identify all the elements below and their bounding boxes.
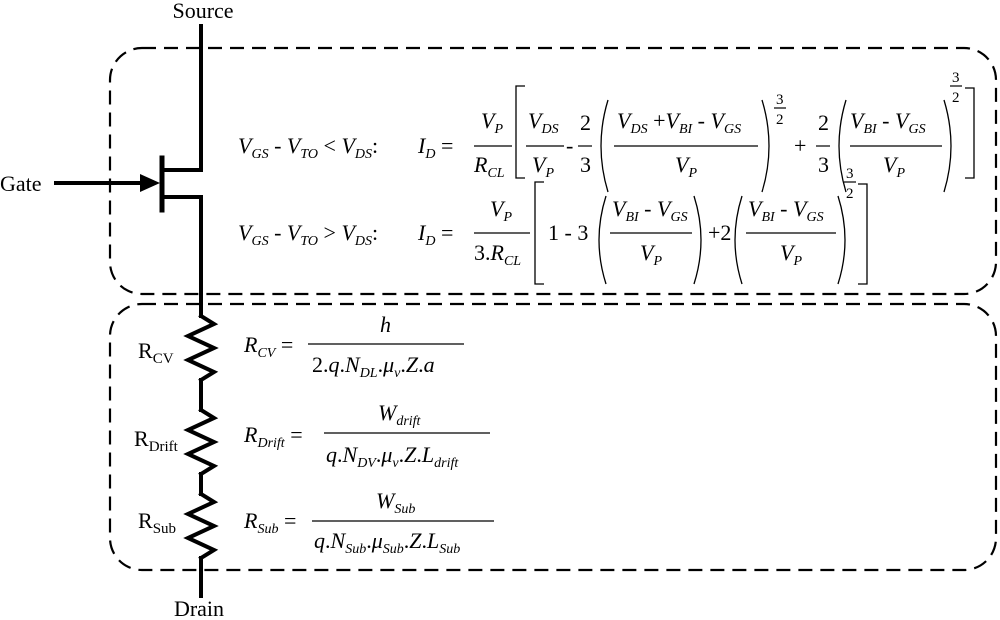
resistor-sub-zigzag — [183, 491, 219, 561]
svg-text:h: h — [380, 312, 391, 337]
equation-r-sub: RSub = WSub q.NSub.μSub.Z.LSub — [243, 488, 494, 557]
svg-text:3: 3 — [580, 152, 591, 177]
svg-text:RCV =: RCV = — [243, 332, 293, 361]
svg-text:VP: VP — [532, 152, 554, 181]
resistor-cv-label: RCV — [138, 338, 174, 367]
svg-text:RDrift =: RDrift = — [243, 422, 303, 451]
svg-text:2: 2 — [776, 112, 784, 128]
svg-text:2: 2 — [846, 186, 854, 202]
gate-arrow-icon — [140, 174, 160, 192]
svg-text:q.NSub.μSub.Z.LSub: q.NSub.μSub.Z.LSub — [314, 528, 460, 557]
svg-text:-: - — [566, 133, 573, 158]
svg-text:+: + — [794, 133, 806, 158]
svg-text:3: 3 — [818, 152, 829, 177]
svg-text:VBI - VGS: VBI - VGS — [748, 196, 824, 225]
svg-text:VP: VP — [490, 196, 512, 225]
svg-text:VP: VP — [481, 108, 503, 137]
svg-text:VP: VP — [883, 152, 905, 181]
svg-text:1 - 3: 1 - 3 — [548, 220, 588, 245]
equation-r-cv: RCV = h 2.q.NDL.μv.Z.a — [243, 312, 464, 381]
svg-text:RCL: RCL — [473, 152, 505, 181]
circuit — [54, 24, 219, 598]
svg-text:Wdrift: Wdrift — [378, 400, 422, 429]
svg-text:2: 2 — [818, 110, 829, 135]
svg-text:2: 2 — [952, 90, 960, 106]
resistance-equation-box — [108, 302, 998, 572]
condition-1: VGS - VTO < VDS: — [238, 133, 378, 162]
gate-label: Gate — [0, 171, 42, 196]
svg-text:WSub: WSub — [376, 488, 415, 517]
drain-current-2: ID = — [417, 220, 453, 249]
resistor-sub-label: RSub — [138, 508, 176, 537]
svg-text:+2: +2 — [708, 220, 731, 245]
svg-text:VBI - VGS: VBI - VGS — [612, 196, 688, 225]
svg-text:VDS: VDS — [528, 108, 559, 137]
svg-text:VP: VP — [780, 240, 802, 269]
resistor-cv-zigzag — [183, 313, 219, 383]
svg-text:q.NDV.μv.Z.Ldrift: q.NDV.μv.Z.Ldrift — [326, 442, 459, 471]
svg-text:VP: VP — [640, 240, 662, 269]
svg-text:3: 3 — [776, 92, 784, 108]
equation-saturation-region: VGS - VTO > VDS: ID = VP 3.RCL 1 - 3 VBI… — [238, 166, 868, 285]
equation-linear-region: VGS - VTO < VDS: ID = VP RCL VDS VP - 2 … — [238, 70, 975, 193]
drain-current-1: ID = — [417, 133, 453, 162]
svg-text:VP: VP — [675, 152, 697, 181]
svg-text:RSub =: RSub = — [243, 508, 296, 537]
equation-r-drift: RDrift = Wdrift q.NDV.μv.Z.Ldrift — [243, 400, 490, 471]
svg-text:3: 3 — [952, 70, 960, 86]
drain-label: Drain — [174, 596, 224, 620]
svg-text:2: 2 — [580, 110, 591, 135]
condition-2: VGS - VTO > VDS: — [238, 220, 378, 249]
svg-text:VBI - VGS: VBI - VGS — [850, 108, 926, 137]
svg-text:2.q.NDL.μv.Z.a: 2.q.NDL.μv.Z.a — [312, 352, 435, 381]
source-label: Source — [172, 0, 233, 23]
svg-text:VDS +VBI - VGS: VDS +VBI - VGS — [617, 108, 741, 137]
resistor-drift-zigzag — [183, 407, 219, 477]
svg-text:3: 3 — [846, 166, 854, 182]
svg-text:3.RCL: 3.RCL — [474, 240, 521, 269]
resistor-drift-label: RDrift — [134, 426, 179, 455]
